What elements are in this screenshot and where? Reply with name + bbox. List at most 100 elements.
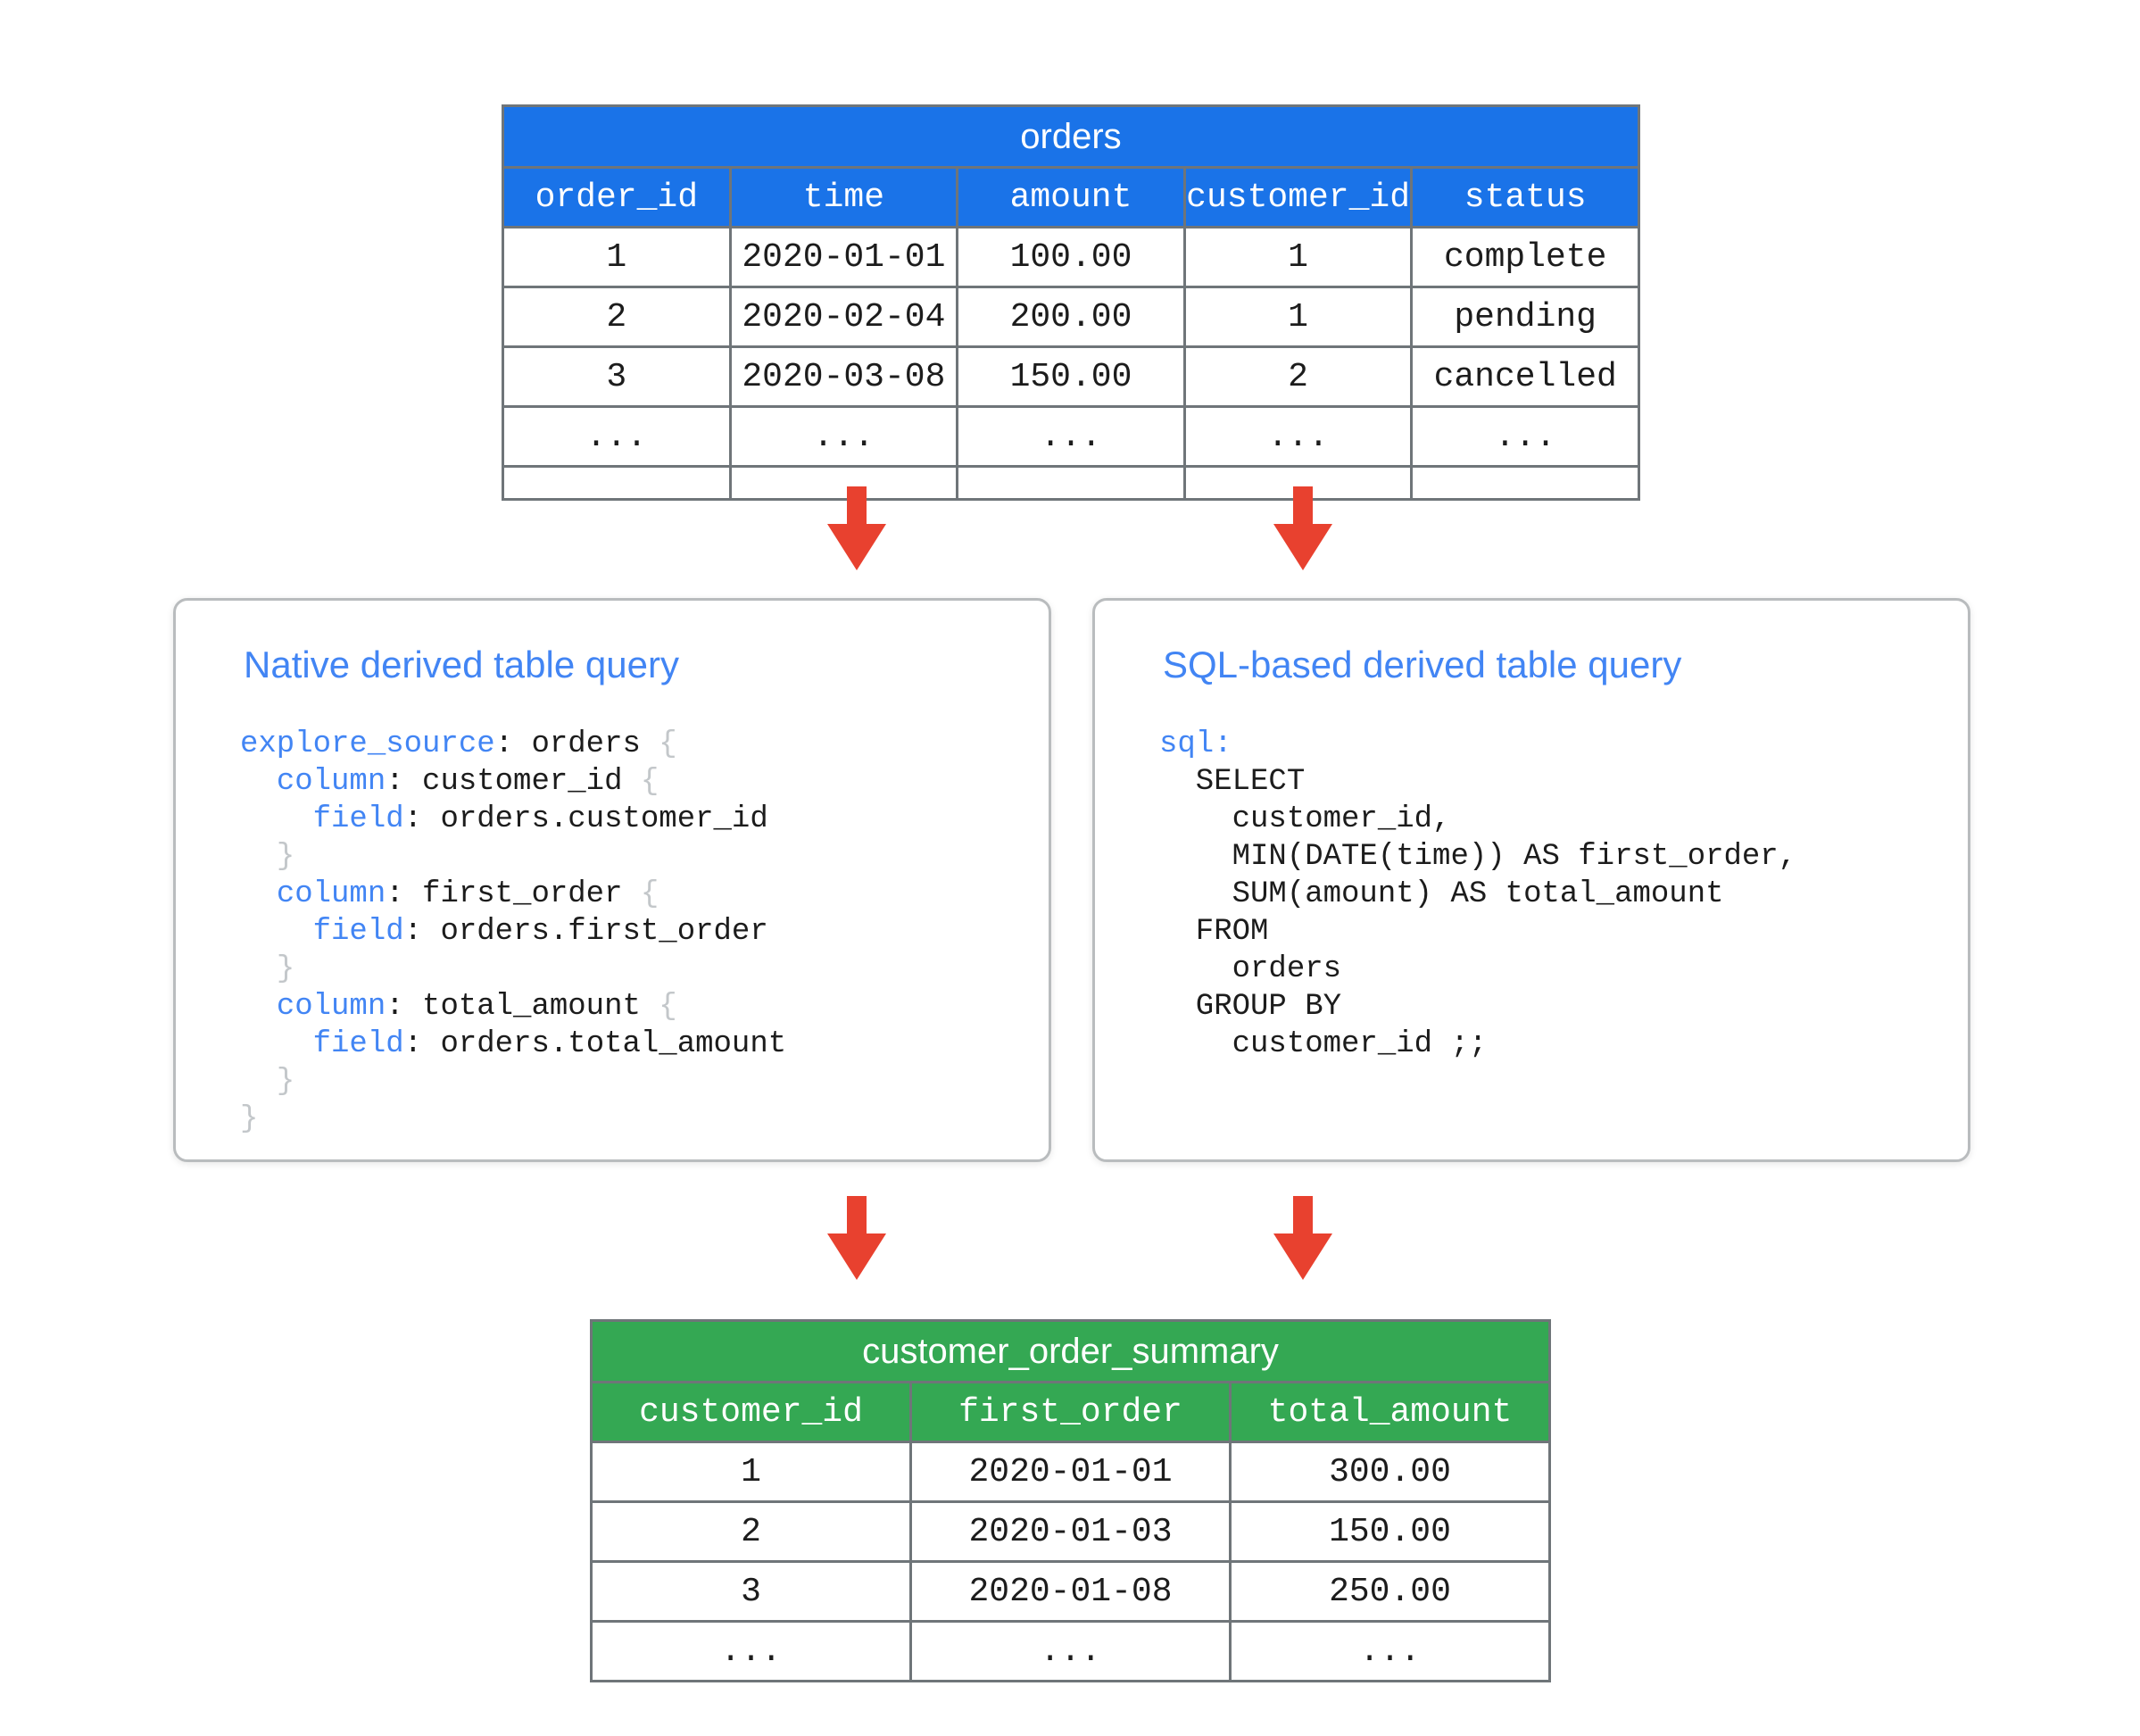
code-line: SUM(amount) AS total_amount: [1159, 876, 1796, 913]
code-line: column: total_amount {: [240, 988, 786, 1026]
code-line: customer_id,: [1159, 801, 1796, 838]
orders-column-header-amount: amount: [956, 166, 1186, 228]
code-token: [240, 802, 313, 836]
code-token: [240, 990, 277, 1024]
code-token: [240, 840, 277, 874]
code-token: sql:: [1159, 727, 1232, 761]
summary-cell: 150.00: [1229, 1500, 1551, 1563]
code-line: column: customer_id {: [240, 763, 786, 801]
code-line: orders: [1159, 951, 1796, 988]
native-derived-table-card: Native derived table query explore_sourc…: [173, 598, 1051, 1162]
code-line: }: [240, 1063, 786, 1101]
orders-title-row: orders: [502, 104, 1640, 169]
code-line: field: orders.total_amount: [240, 1026, 787, 1063]
orders-cell: 1: [1182, 226, 1414, 288]
summary-column-header-total-amount: total_amount: [1229, 1381, 1551, 1443]
orders-cell: 150.00: [956, 345, 1186, 408]
summary-cell: ...: [909, 1620, 1232, 1682]
code-line: sql:: [1159, 726, 1796, 763]
orders-column-header-customer-id: customer_id: [1182, 166, 1414, 228]
summary-cell: 1: [590, 1441, 912, 1503]
code-token: GROUP BY: [1159, 990, 1342, 1024]
code-token: : first_order: [386, 877, 641, 911]
sql-derived-table-card: SQL-based derived table query sql: SELEC…: [1092, 598, 1970, 1162]
code-line: }: [240, 838, 786, 876]
code-line: column: first_order {: [240, 876, 786, 913]
code-line: GROUP BY: [1159, 988, 1796, 1026]
code-token: customer_id ;;: [1159, 1027, 1488, 1061]
summary-cell: 300.00: [1229, 1441, 1551, 1503]
code-token: FROM: [1159, 915, 1269, 949]
orders-cell: [1410, 465, 1640, 501]
orders-cell: 2: [502, 286, 732, 348]
summary-title-row: customer_order_summary: [590, 1319, 1551, 1383]
code-token: column: [276, 877, 386, 911]
orders-cell: [728, 465, 959, 501]
table-row: 2 2020-01-03 150.00: [590, 1500, 1551, 1563]
summary-column-header-first-order: first_order: [909, 1381, 1232, 1443]
orders-cell: 2020-02-04: [728, 286, 959, 348]
code-token: field: [312, 915, 404, 949]
table-row: 2 2020-02-04 200.00 1 pending: [502, 286, 1640, 348]
orders-header-row: order_id time amount customer_id status: [502, 166, 1640, 228]
orders-cell: 2020-03-08: [728, 345, 959, 408]
table-row: 1 2020-01-01 300.00: [590, 1441, 1551, 1503]
customer-order-summary-table: customer_order_summary customer_id first…: [590, 1319, 1551, 1682]
code-line: field: orders.customer_id: [240, 801, 786, 838]
code-token: : orders.customer_id: [403, 802, 768, 836]
sql-code-block: sql: SELECT customer_id, MIN(DATE(time))…: [1159, 726, 1796, 1063]
orders-column-header-order-id: order_id: [502, 166, 732, 228]
code-token: : orders.first_order: [403, 915, 768, 949]
native-code-block: explore_source: orders { column: custome…: [240, 726, 786, 1138]
summary-cell: 2020-01-08: [909, 1560, 1232, 1623]
orders-table-title: orders: [502, 104, 1640, 169]
table-row: 1 2020-01-01 100.00 1 complete: [502, 226, 1640, 288]
orders-cell: 1: [1182, 286, 1414, 348]
arrow-orders-to-sql: [1273, 486, 1332, 570]
sql-card-title: SQL-based derived table query: [1163, 644, 1682, 685]
summary-cell: ...: [1229, 1620, 1551, 1682]
code-token: explore_source: [240, 727, 495, 761]
code-line: }: [240, 951, 786, 988]
orders-table-body: orders order_id time amount customer_id …: [502, 104, 1640, 501]
code-token: : orders: [494, 727, 659, 761]
orders-cell: ...: [502, 405, 732, 468]
orders-cell: 3: [502, 345, 732, 408]
orders-cell: 100.00: [956, 226, 1186, 288]
orders-cell: complete: [1410, 226, 1640, 288]
orders-cell: [956, 465, 1186, 501]
summary-cell: ...: [590, 1620, 912, 1682]
code-token: }: [276, 952, 295, 986]
code-token: column: [276, 765, 386, 799]
code-token: {: [659, 727, 677, 761]
orders-cell: [502, 465, 732, 501]
code-token: field: [312, 1027, 404, 1061]
code-token: [240, 765, 277, 799]
code-line: field: orders.first_order: [240, 913, 786, 951]
code-line: customer_id ;;: [1159, 1026, 1796, 1063]
code-token: [240, 952, 277, 986]
orders-cell: ...: [1410, 405, 1640, 468]
code-token: : orders.total_amount: [403, 1027, 787, 1061]
summary-cell: 2020-01-01: [909, 1441, 1232, 1503]
code-token: }: [240, 1102, 259, 1136]
code-token: {: [640, 765, 659, 799]
arrow-sql-to-summary: [1273, 1196, 1332, 1280]
code-token: {: [640, 877, 659, 911]
orders-cell: 2020-01-01: [728, 226, 959, 288]
arrow-native-to-summary: [827, 1196, 886, 1280]
code-token: }: [276, 840, 295, 874]
code-line: }: [240, 1101, 786, 1138]
code-token: SELECT: [1159, 765, 1306, 799]
code-token: MIN(DATE(time)) AS first_order,: [1159, 840, 1797, 874]
summary-cell: 250.00: [1229, 1560, 1551, 1623]
code-token: {: [659, 990, 677, 1024]
summary-table-body: customer_order_summary customer_id first…: [590, 1319, 1551, 1682]
summary-cell: 2020-01-03: [909, 1500, 1232, 1563]
code-token: : customer_id: [386, 765, 641, 799]
native-card-title: Native derived table query: [244, 644, 679, 685]
orders-cell: 1: [502, 226, 732, 288]
orders-cell: pending: [1410, 286, 1640, 348]
code-token: orders: [1159, 952, 1342, 986]
